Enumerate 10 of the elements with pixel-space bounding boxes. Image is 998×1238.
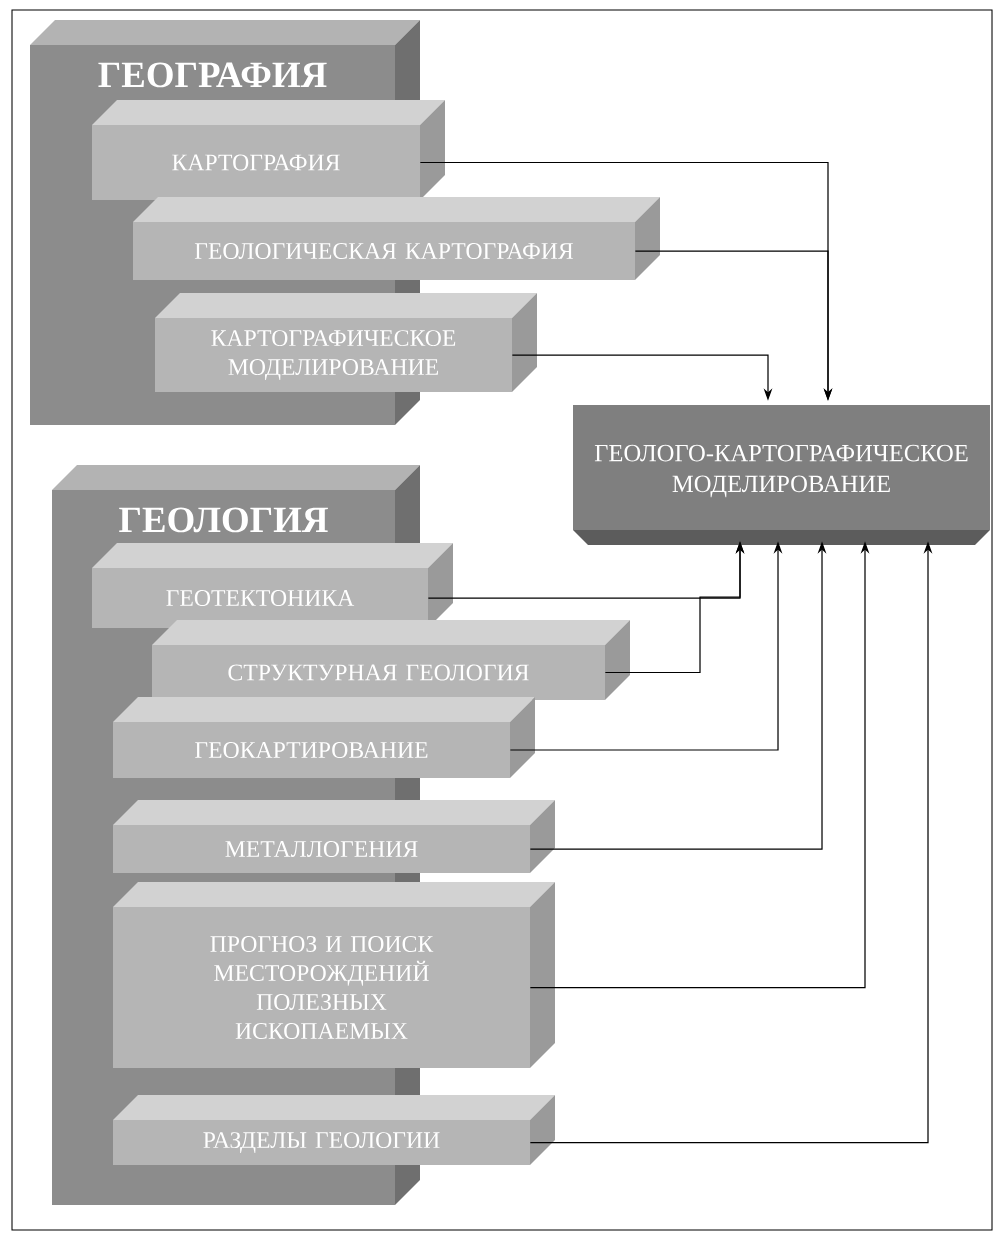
box: ПРОГНОЗ И ПОИСК МЕСТОРОЖДЕНИЙ ПОЛЕЗНЫХ ИСКОПАЕМЫХ [113,882,555,1068]
box: РАЗДЕЛЫ ГЕОЛОГИИ [113,1095,555,1165]
box: КАРТОГРАФИЯ [92,100,445,200]
box: МЕТАЛЛОГЕНИЯ [113,800,555,873]
box: СТРУКТУРНАЯ ГЕОЛОГИЯ [152,620,630,700]
box: ГЕОЛОГИЧЕСКАЯ КАРТОГРАФИЯ [133,197,660,280]
box: ГЕОКАРТИРОВАНИЕ [113,697,535,778]
box: КАРТОГРАФИЧЕСКОЕ МОДЕЛИРОВАНИЕ [155,293,537,392]
box: ГЕОТЕКТОНИКА [92,543,453,628]
box: ГЕОЛОГО-КАРТОГРАФИЧЕСКОЕ МОДЕЛИРОВАНИЕ [573,405,990,545]
